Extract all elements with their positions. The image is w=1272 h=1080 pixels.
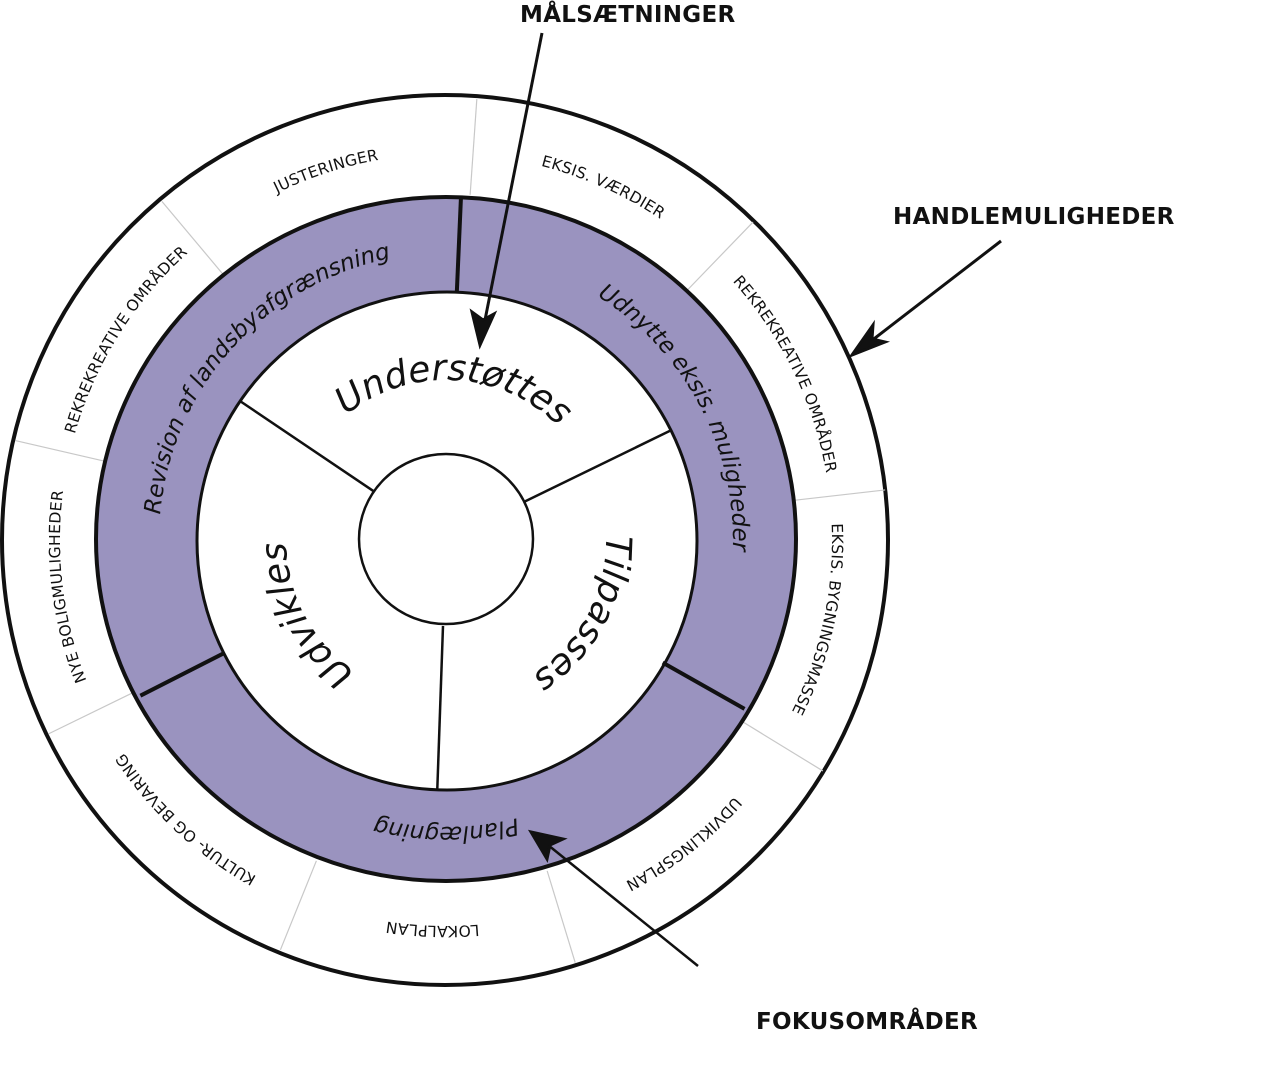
action-option-divider xyxy=(279,860,317,951)
actions-arrowhead-icon xyxy=(847,319,891,359)
focus-areas-dividers xyxy=(139,197,746,711)
callout-arrows xyxy=(469,32,1002,967)
focus-arrow-line xyxy=(547,844,699,967)
actions-callout-label: HANDLEMULIGHEDER xyxy=(893,204,1175,230)
goal-divider xyxy=(238,399,376,493)
goal-divider xyxy=(436,625,445,789)
goals-callout-label: MÅLSÆTNINGER xyxy=(520,2,736,28)
goal-divider xyxy=(522,429,671,504)
focus-area-divider xyxy=(139,651,226,698)
focus-area-divider xyxy=(454,197,463,292)
action-option-divider xyxy=(469,99,478,195)
action-options-dividers xyxy=(15,99,886,963)
action-option-divider xyxy=(161,201,225,276)
goals-dividers xyxy=(238,399,671,789)
action-option-divider xyxy=(740,720,824,772)
action-option-divider xyxy=(789,489,886,502)
center-hub xyxy=(357,452,535,626)
focus-arrowhead-icon xyxy=(527,829,568,864)
focus-area-divider xyxy=(661,660,746,711)
focus-callout-label: FOKUSOMRÅDER xyxy=(756,1009,978,1035)
goals-arrowhead-icon xyxy=(469,308,498,350)
actions-arrow-line xyxy=(865,239,1002,347)
action-option-divider xyxy=(15,439,110,463)
goals-arrow-line xyxy=(482,32,544,326)
action-option-label: LOKALPLAN xyxy=(384,917,479,940)
action-option-divider xyxy=(546,870,576,963)
action-option-divider xyxy=(48,691,136,735)
action-option-divider xyxy=(685,221,754,292)
